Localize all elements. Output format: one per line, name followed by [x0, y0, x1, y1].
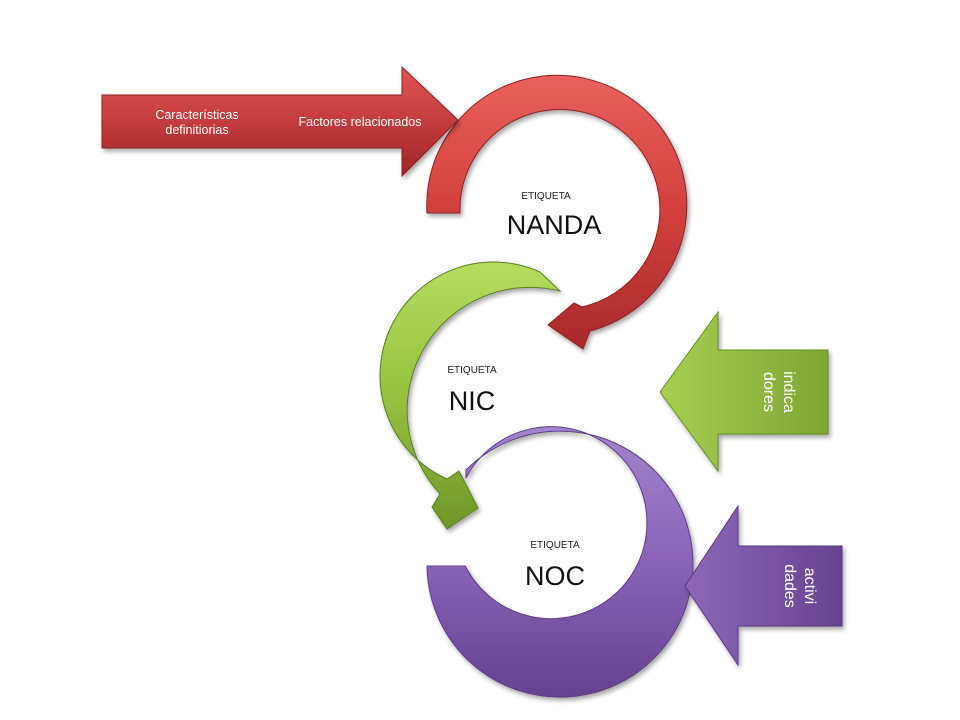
nic-small-label: ETIQUETA: [447, 365, 497, 376]
noc-small-label: ETIQUETA: [530, 540, 580, 551]
caracteristicas-label-line1: Características: [155, 108, 238, 122]
noc-title: NOC: [525, 561, 585, 591]
nic-title: NIC: [449, 386, 496, 416]
indicadores-label-line2: dores: [760, 372, 777, 412]
factores-relacionados-label: Factores relacionados: [299, 115, 422, 129]
noc-circular-arrow: [426, 426, 694, 698]
indicadores-label-line1: indica: [780, 371, 797, 413]
nic-circular-arrow: [379, 261, 562, 530]
nanda-small-label: ETIQUETA: [521, 191, 571, 202]
indicadores-arrow: [659, 310, 829, 473]
actividades-label-line2: dades: [781, 564, 798, 608]
nanda-circular-arrow: [426, 74, 688, 350]
actividades-arrow: [684, 504, 843, 667]
actividades-label-line1: activi: [801, 568, 818, 604]
caracteristicas-label-line2: definitiorias: [165, 123, 228, 137]
nanda-title: NANDA: [507, 210, 602, 240]
top-input-arrow: [101, 65, 459, 178]
